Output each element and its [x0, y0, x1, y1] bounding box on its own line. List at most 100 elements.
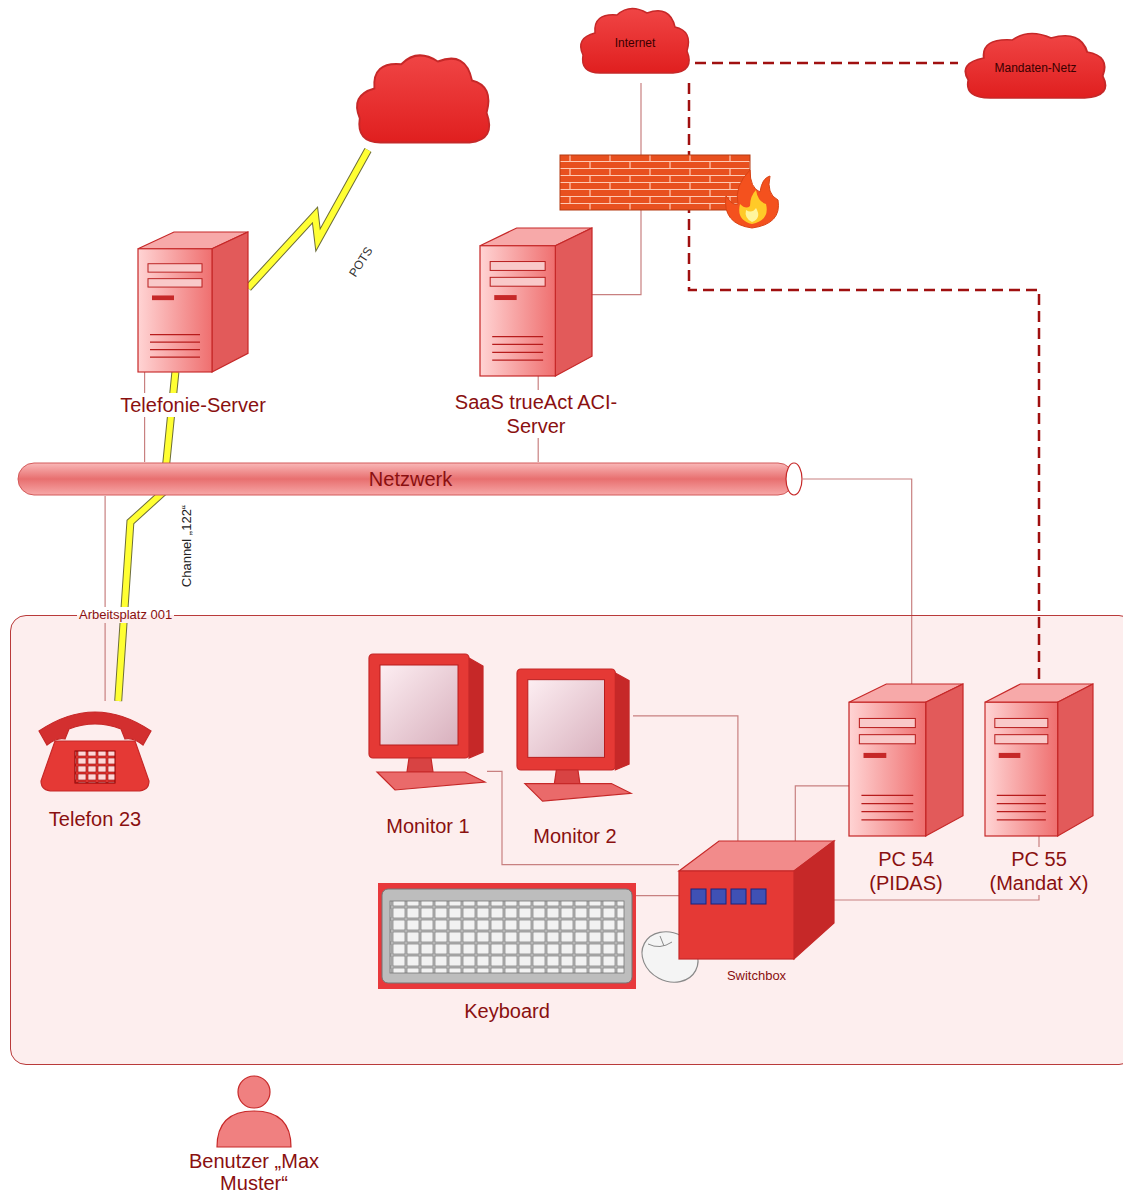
telephone-icon-part-part	[39, 712, 151, 745]
node-label: SaaS trueAct ACI-Server	[449, 390, 623, 438]
network-link	[487, 771, 679, 864]
monitor-icon-part	[517, 669, 633, 803]
cloud-node: Internet	[575, 3, 695, 83]
cloud-node: Mandaten-Netz	[958, 28, 1113, 108]
switchbox-icon: Switchbox	[679, 841, 834, 959]
monitor-icon-part-part	[377, 772, 485, 790]
workspace-frame: Arbeitsplatz 001Telefon 23Monitor 1Monit…	[10, 615, 1123, 1065]
monitor-icon-part	[369, 654, 487, 792]
user-icon: Benutzer „Max Muster“	[215, 1075, 293, 1147]
server-icon: Telefonie-Server	[138, 232, 248, 372]
connector-stroke	[636, 895, 679, 896]
node-label: PC 55 (Mandat X)	[976, 847, 1102, 895]
monitor-icon-part-part	[615, 673, 629, 770]
server-icon-part	[138, 232, 248, 372]
connector-stroke	[487, 771, 679, 864]
connector-stroke	[104, 496, 105, 701]
channel-lightning	[118, 372, 175, 701]
telephone-icon: Telefon 23	[37, 701, 153, 793]
connector-stroke	[118, 372, 175, 701]
server-icon-part-part	[492, 337, 543, 361]
pc-icon-part-part	[999, 753, 1021, 758]
firewall-flame-part	[746, 208, 759, 222]
node-label: Internet	[615, 36, 656, 50]
monitor-icon: Monitor 2	[517, 669, 633, 803]
node-label: Monitor 2	[531, 824, 618, 848]
network-link	[144, 372, 145, 462]
pc-icon-part-part	[864, 753, 887, 758]
user-icon-part-part	[217, 1111, 291, 1147]
workspace-fill	[10, 615, 1123, 1065]
switchbox-icon-part-part	[711, 889, 726, 904]
pc-icon-part-part	[926, 684, 963, 836]
switchbox-icon-part-part	[751, 889, 766, 904]
keyboard-icon-part-part	[382, 889, 632, 983]
switchbox-icon-part-part	[691, 889, 706, 904]
server-icon-part	[480, 228, 592, 376]
keyboard-icon-part-part	[378, 883, 636, 989]
pc-icon-part-part	[1058, 684, 1093, 836]
pc-icon-part-part	[859, 735, 915, 744]
monitor-icon-part-part	[525, 784, 631, 801]
mouse-icon-part	[648, 936, 672, 947]
network-link	[636, 895, 679, 896]
telephone-icon-part	[37, 701, 153, 793]
monitor-icon-part-part	[554, 770, 580, 784]
pc-icon-part-part	[861, 795, 913, 819]
user-icon-part	[215, 1075, 293, 1147]
network-link	[105, 496, 106, 701]
switchbox-icon-part-part	[679, 871, 794, 959]
node-label: Mandaten-Netz	[994, 61, 1076, 75]
telephone-icon-part-part	[41, 741, 149, 791]
server-icon-part-part	[148, 279, 202, 287]
server-icon-part-part	[480, 246, 555, 376]
telephone-icon-part-part	[75, 751, 115, 783]
keyboard-icon-part-part	[390, 901, 624, 973]
node-label: Monitor 1	[384, 814, 471, 838]
server-icon-part-part	[148, 264, 202, 272]
connector-stroke	[803, 479, 912, 684]
monitor-icon-part-part	[380, 665, 458, 745]
node-label: Netzwerk	[369, 467, 452, 491]
dashed-link	[695, 63, 958, 64]
firewall-wall	[560, 155, 750, 210]
server-icon-part-part	[150, 335, 200, 357]
pc-icon-part	[985, 684, 1093, 836]
server-icon-part-part	[152, 295, 174, 300]
network-pipe: Netzwerk	[18, 462, 803, 496]
node-label: Benutzer „Max Muster“	[177, 1150, 331, 1194]
edge-label: Channel „122“	[179, 503, 195, 589]
server-icon-part-part	[494, 295, 516, 300]
connector-stroke	[695, 62, 958, 65]
node-label: Switchbox	[725, 968, 788, 984]
user-icon-part-part	[238, 1076, 270, 1108]
pots-cloud	[357, 55, 489, 142]
network-link	[795, 786, 849, 841]
node-label: Telefonie-Server	[118, 393, 268, 417]
node-label: Telefon 23	[47, 807, 143, 831]
firewall-flame-part	[726, 170, 779, 228]
server-icon-part-part	[490, 277, 545, 286]
connector-stroke	[118, 372, 175, 701]
firewall-flame	[726, 170, 779, 228]
server-icon-part-part	[212, 232, 248, 372]
switchbox-icon-part-part	[794, 841, 834, 959]
connector-stroke	[144, 372, 145, 462]
network-link	[803, 479, 912, 684]
server-icon-part-part	[555, 228, 592, 376]
group-heading: Arbeitsplatz 001	[77, 607, 174, 623]
switchbox-icon-part-part	[731, 889, 746, 904]
pc-icon-part-part	[985, 702, 1058, 836]
keyboard-icon: Keyboard	[378, 883, 636, 989]
pc-icon-part-part	[997, 795, 1046, 819]
monitor-icon-part-part	[369, 654, 469, 758]
connector-stroke	[795, 786, 849, 841]
server-icon: SaaS trueAct ACI-Server	[480, 228, 592, 376]
keyboard-icon-part	[378, 883, 636, 989]
node-label: Keyboard	[462, 999, 552, 1023]
link-label: POTS	[345, 243, 377, 282]
monitor-icon-part-part	[469, 658, 483, 758]
monitor-icon-part-part	[528, 680, 605, 758]
